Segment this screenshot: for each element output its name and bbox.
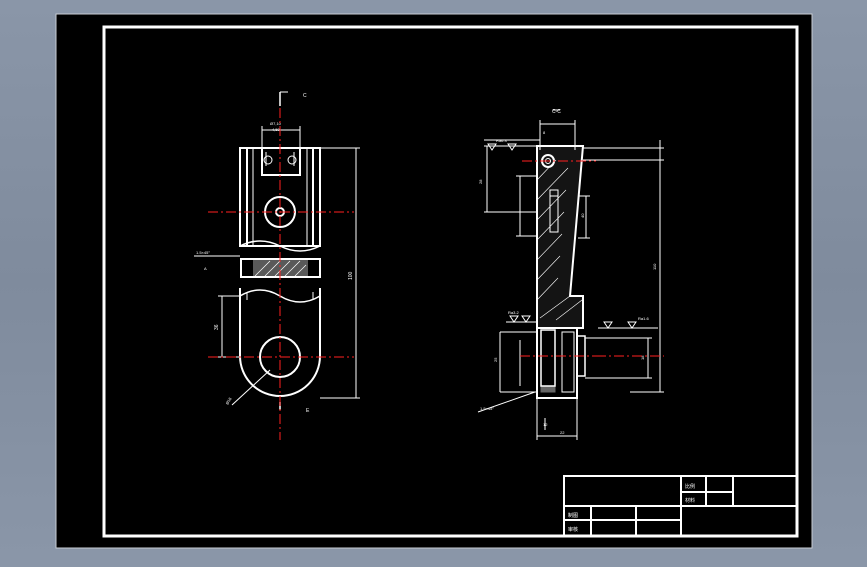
front-top-dim-1: Ø7,10: [270, 121, 282, 126]
front-left-height-dim: 36: [214, 324, 220, 330]
side-dim-12: 12: [543, 422, 548, 427]
side-dim-8: 8: [543, 130, 546, 135]
side-dim-22: 22: [560, 430, 565, 435]
drawing-sheet: [55, 13, 813, 549]
side-roughness-1: Ra6.3: [496, 138, 507, 143]
side-dim-110: 110: [652, 263, 657, 270]
side-dim-40: 40: [580, 213, 585, 218]
side-dim-18: 18: [640, 355, 645, 360]
title-label-1: 比例: [685, 483, 695, 490]
front-bottom-marker: E: [306, 408, 310, 414]
side-top-marker: C-C: [552, 109, 561, 115]
side-chamfer-note: 1.5×45°: [480, 406, 494, 411]
front-centerlines: [208, 108, 354, 440]
side-view: C-C 8 Ra6.3: [477, 109, 664, 440]
front-top-marker: C: [303, 93, 307, 99]
side-centerlines: [520, 160, 664, 357]
front-top-dim-2: 4,50: [272, 127, 281, 132]
side-dim-25: 25: [493, 357, 498, 362]
title-label-2: 材料: [685, 497, 695, 504]
title-block: 比例 材料 制图 审核: [563, 475, 798, 537]
side-roughness-2: Ra3.2: [508, 310, 519, 315]
side-dim-28: 28: [478, 179, 483, 184]
front-right-height-dim: 100: [348, 271, 354, 280]
title-label-3: 制图: [568, 512, 578, 519]
front-section-mark: A: [204, 266, 207, 271]
front-hole-note: Ø16: [225, 396, 233, 406]
front-chamfer-note: 1.5×45°: [196, 250, 210, 255]
drawing-border: [102, 25, 799, 538]
title-label-4: 审核: [568, 526, 578, 533]
side-roughness-3: Ra1.6: [638, 316, 649, 321]
